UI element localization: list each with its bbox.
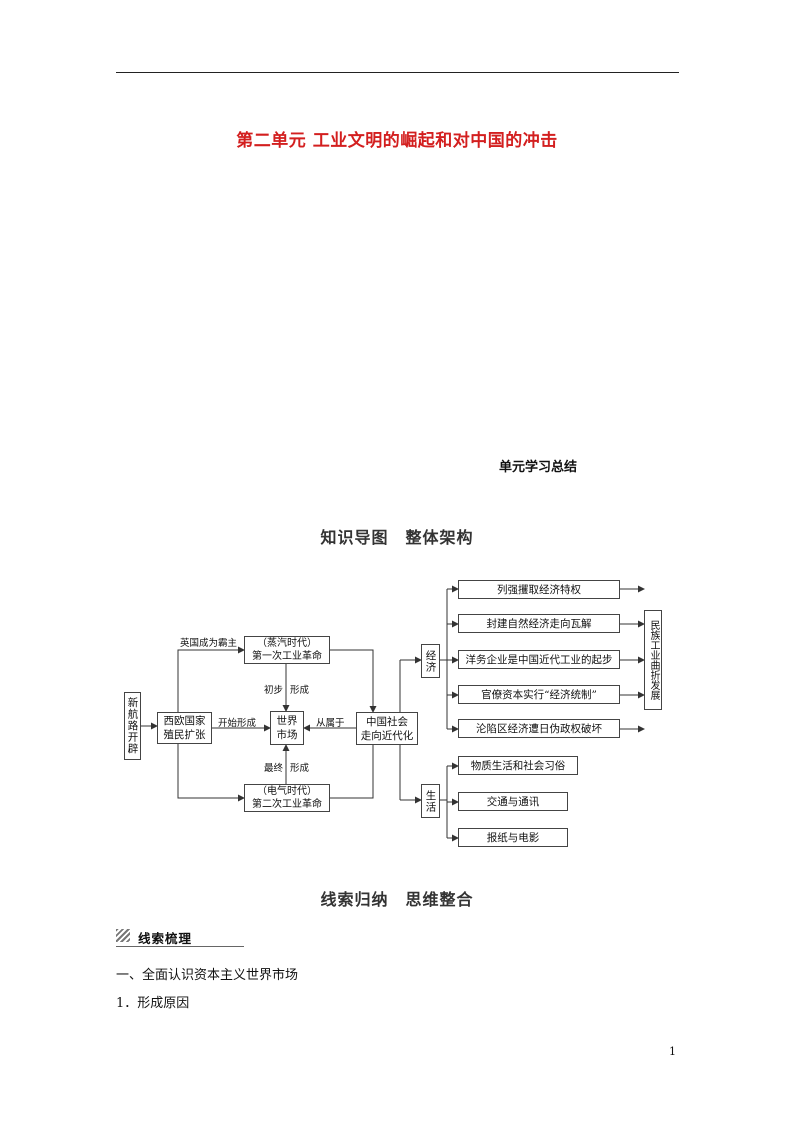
box-national-industry: 民族工业曲折发展 [644,610,662,710]
body-heading-world-market: 一、全面认识资本主义世界市场 [116,968,299,983]
box-steam-age: （蒸汽时代） 第一次工业革命 [244,636,330,664]
box-life-item-3: 报纸与电影 [458,828,568,847]
subhead-clue-sorting: 线索梳理 [116,928,246,946]
section-heading-knowledge-map: 知识导图 整体架构 [320,528,474,547]
box-world-market-label: 世界 市场 [276,715,298,741]
box-electric-age: （电气时代） 第二次工业革命 [244,784,330,812]
label-belong-to: 从属于 [316,718,345,729]
page-title: 第二单元 工业文明的崛起和对中国的冲击 [236,131,558,151]
box-life-item-1: 物质生活和社会习俗 [458,756,578,775]
box-china-society: 中国社会 走向近代化 [356,712,418,745]
box-electric-age-label: （电气时代） 第二次工业革命 [252,786,322,810]
subhead-underline [116,946,244,947]
label-final: 最终 [264,763,284,774]
box-economy: 经济 [421,644,440,678]
hatch-icon [116,929,130,942]
box-econ-item-2: 封建自然经济走向瓦解 [458,614,620,633]
label-britain-hegemon: 英国成为霸主 [180,638,238,649]
box-econ-item-5: 沦陷区经济遭日伪政权破坏 [458,719,620,738]
header-rule [116,72,679,73]
box-econ-item-4: 官僚资本实行“经济统制” [458,685,620,704]
label-form-1: 形成 [290,685,310,696]
box-west-europe-label: 西欧国家 殖民扩张 [163,715,206,741]
box-west-europe: 西欧国家 殖民扩张 [157,712,212,744]
label-form-2: 形成 [290,763,310,774]
box-china-society-label: 中国社会 走向近代化 [360,715,414,742]
label-begin-forming: 开始形成 [218,718,257,729]
box-econ-item-1: 列强攫取经济特权 [458,580,620,599]
label-initial: 初步 [264,685,284,696]
unit-summary-heading: 单元学习总结 [499,460,578,475]
page-number: 1 [669,1045,676,1058]
box-world-market: 世界 市场 [270,711,304,745]
box-life-item-2: 交通与通讯 [458,792,568,811]
box-life: 生活 [421,784,440,818]
box-new-route: 新航路开辟 [124,692,141,760]
box-econ-item-3: 洋务企业是中国近代工业的起步 [458,650,620,669]
section-heading-clue-summary: 线索归纳 思维整合 [320,890,474,909]
body-subheading-cause: 1．形成原因 [116,996,190,1011]
subhead-clue-sorting-label: 线索梳理 [138,931,193,946]
box-steam-age-label: （蒸汽时代） 第一次工业革命 [252,638,322,662]
